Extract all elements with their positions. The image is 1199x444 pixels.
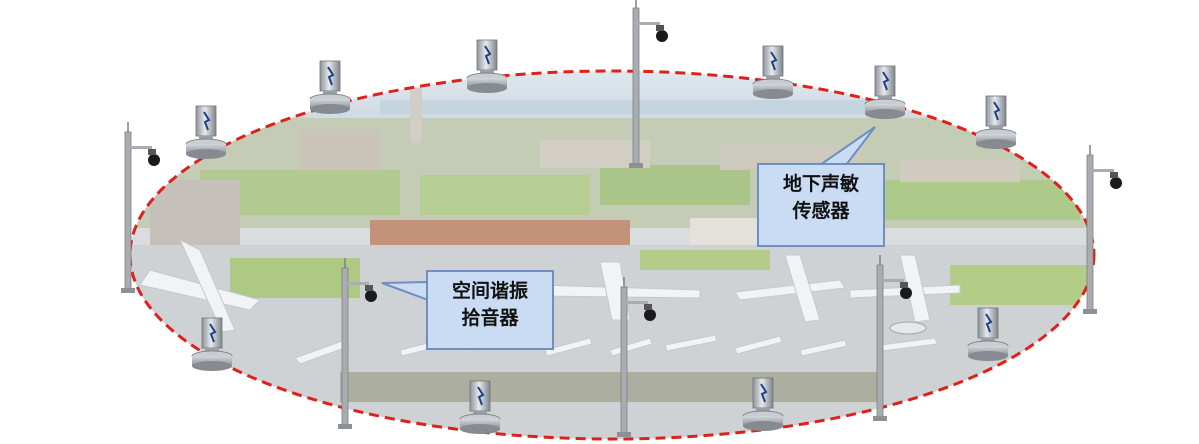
acoustic-sensor-icon <box>742 377 784 431</box>
camera-pole-icon <box>1083 145 1122 314</box>
aerial-photo <box>130 71 1094 439</box>
acoustic-sensor-icon <box>309 60 351 114</box>
callout-underground-line1: 地下声敏 <box>782 173 859 195</box>
acoustic-sensor-icon <box>975 95 1017 149</box>
camera-pole-icon <box>629 0 668 168</box>
camera-pole-icon <box>873 255 912 421</box>
monitoring-boundary <box>128 69 1096 441</box>
acoustic-sensor-icon <box>191 317 233 371</box>
acoustic-sensors <box>185 39 1017 434</box>
callout-airspace-line1: 空间谐振 <box>451 280 528 302</box>
acoustic-sensor-icon <box>752 45 794 99</box>
camera-pole-icon <box>338 258 377 429</box>
callout-airspace-pickup: 空间谐振 拾音器 <box>426 270 554 350</box>
acoustic-sensor-icon <box>466 39 508 93</box>
callout-underground-sensor: 地下声敏 传感器 <box>757 163 885 247</box>
callout-underground-line2: 传感器 <box>792 200 850 222</box>
acoustic-sensor-icon <box>459 380 501 434</box>
acoustic-sensor-icon <box>185 105 227 159</box>
camera-pole-icon <box>121 122 160 293</box>
acoustic-sensor-icon <box>864 65 906 119</box>
camera-poles <box>121 0 1122 437</box>
camera-pole-icon <box>617 277 656 437</box>
acoustic-sensor-icon <box>967 307 1009 361</box>
callout-airspace-line2: 拾音器 <box>461 307 519 329</box>
